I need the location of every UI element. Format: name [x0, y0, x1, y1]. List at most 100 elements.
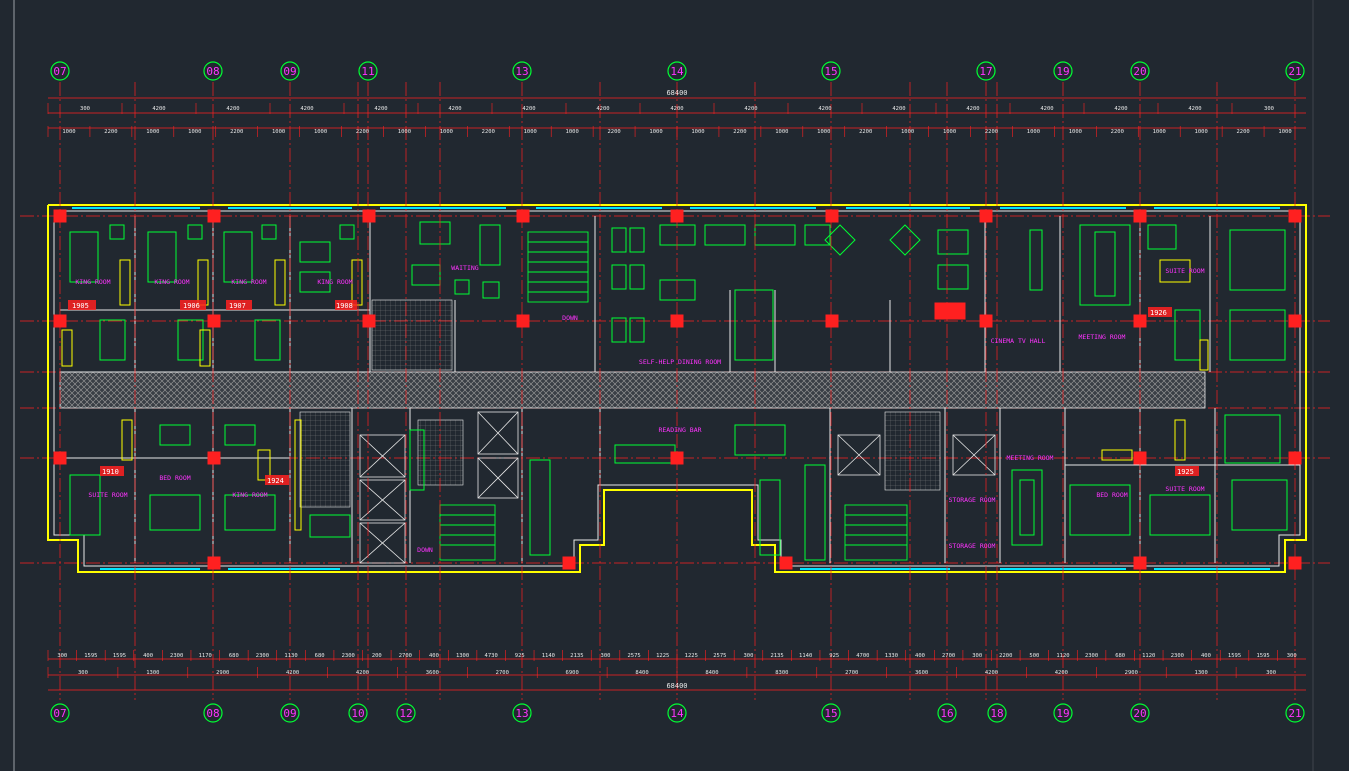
grid-bubble: [937, 703, 957, 723]
dimension-value: 8400: [635, 670, 648, 676]
room-number-1926: 1926: [1150, 309, 1167, 317]
dimension-value: 2135: [770, 653, 783, 659]
dimension-value: 2200: [230, 129, 243, 135]
dimension-value: 1330: [885, 653, 898, 659]
dimension-value: 8300: [775, 670, 788, 676]
dimension-value: 1000: [649, 129, 662, 135]
dimension-value: 2200: [1111, 129, 1124, 135]
label-meeting-1: MEETING ROOM: [1079, 333, 1126, 341]
dimension-value: 2575: [627, 653, 640, 659]
room-labels: KING ROOM KING ROOM KING ROOM KING ROOM …: [75, 264, 1204, 554]
grid-bubble: [821, 61, 841, 81]
dimension-value: 300: [78, 670, 88, 676]
dimension-value: 2200: [607, 129, 620, 135]
dimension-value: 4200: [670, 106, 683, 112]
dimension-value: 1595: [1256, 653, 1269, 659]
dimension-value: 680: [315, 653, 325, 659]
dimension-value: 1595: [113, 653, 126, 659]
dimension-value: 4200: [448, 106, 461, 112]
grid-bubble: [1053, 703, 1073, 723]
dimension-value: 1000: [1069, 129, 1082, 135]
grid-label: 09: [283, 707, 296, 720]
grid-label: 14: [670, 65, 684, 78]
shaft-grid-1: [417, 419, 464, 486]
grid-label: 12: [399, 707, 412, 720]
dimension-value: 4700: [856, 653, 869, 659]
shaft-grid-3: [371, 299, 453, 371]
grid-bubble: [1285, 61, 1305, 81]
label-king-room-4: KING ROOM: [317, 278, 352, 286]
dimension-value: 1000: [943, 129, 956, 135]
dimension-value: 2700: [399, 653, 412, 659]
dimension-value: 1000: [314, 129, 327, 135]
room-number-1925: 1925: [1177, 468, 1194, 476]
grid-bubble: [667, 61, 687, 81]
grid-label: 16: [940, 707, 953, 720]
dimension-value: 300: [972, 653, 982, 659]
dimension-value: 4200: [356, 670, 369, 676]
grid-bubble: [987, 703, 1007, 723]
dimension-value: 1000: [1278, 129, 1291, 135]
dimension-value: 3600: [426, 670, 439, 676]
dimension-value: 400: [429, 653, 439, 659]
label-king-room-1: KING ROOM: [75, 278, 110, 286]
dimension-value: 2700: [845, 670, 858, 676]
dimension-value: 1120: [1056, 653, 1069, 659]
dimension-value: 2575: [713, 653, 726, 659]
shaft-grid-2: [884, 411, 941, 491]
dimension-value: 4730: [485, 653, 498, 659]
dimension-value: 1595: [84, 653, 97, 659]
dimension-value: 4200: [985, 670, 998, 676]
dimension-value: 680: [1115, 653, 1125, 659]
dimension-value: 4200: [286, 670, 299, 676]
room-number-1905: 1905: [72, 302, 89, 310]
grid-bubble: [821, 703, 841, 723]
dimension-value: 2200: [1236, 129, 1249, 135]
grid-label: 20: [1133, 707, 1146, 720]
dimension-value: 4200: [226, 106, 239, 112]
dimension-value: 500: [1029, 653, 1039, 659]
grid-bubble: [667, 703, 687, 723]
dimension-text: 300 4200 4200 4200 4200 4200 4200 4200 4200 4200 4…: [47, 103, 1297, 678]
dimension-value: 400: [915, 653, 925, 659]
grid-bubble: [203, 61, 223, 81]
furniture: [61, 221, 1288, 561]
dimension-value: 2300: [1085, 653, 1098, 659]
dimension-value: 4200: [744, 106, 757, 112]
room-number-1908: 1908: [336, 302, 353, 310]
dimension-value: 1000: [398, 129, 411, 135]
dimension-value: 1300: [1195, 670, 1208, 676]
dimension-value: 4200: [522, 106, 535, 112]
dimension-value: 2200: [356, 129, 369, 135]
dimension-value: 1130: [284, 653, 297, 659]
grid-label: 11: [361, 65, 374, 78]
dimension-value: 1000: [817, 129, 830, 135]
dimension-value: 300: [57, 653, 67, 659]
building-outline: [47, 204, 1307, 573]
dimension-value: 1000: [691, 129, 704, 135]
dimension-value: 4200: [596, 106, 609, 112]
dimension-value: 2300: [342, 653, 355, 659]
label-storage-2: STORAGE ROOM: [949, 542, 996, 550]
dimension-value: 2200: [482, 129, 495, 135]
dimension-value: 2300: [1171, 653, 1184, 659]
grid-label: 10: [351, 707, 364, 720]
room-number-1907: 1907: [229, 302, 246, 310]
grid-bubble: [1130, 61, 1150, 81]
grid-bubble: [396, 703, 416, 723]
label-suite-3: SUITE ROOM: [1165, 485, 1204, 493]
grid-label: 13: [515, 65, 528, 78]
dimension-value: 2300: [256, 653, 269, 659]
grid-label: 08: [206, 707, 219, 720]
grid-label: 15: [824, 707, 837, 720]
window-bands: [72, 207, 1280, 570]
dimension-value: 2200: [999, 653, 1012, 659]
dimension-value: 300: [1264, 106, 1274, 112]
grid-label: 18: [990, 707, 1003, 720]
dimension-value: 2900: [1125, 670, 1138, 676]
grid-bubble: [512, 61, 532, 81]
dimension-value: 925: [515, 653, 525, 659]
